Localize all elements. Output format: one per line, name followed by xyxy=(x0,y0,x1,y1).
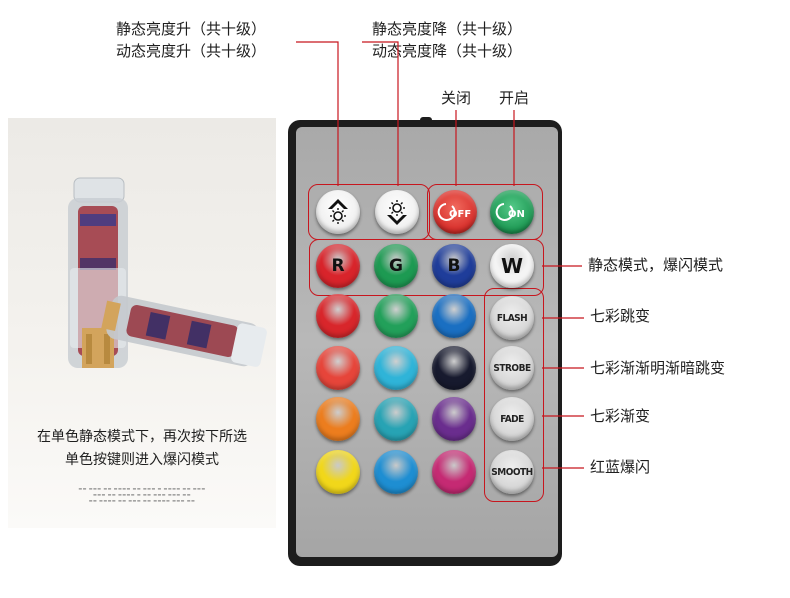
color-button-w[interactable]: W xyxy=(490,244,534,288)
on-button[interactable]: ON xyxy=(490,190,534,234)
fade-caption: 七彩渐变 xyxy=(590,407,651,425)
strobe-caption: 七彩渐渐明渐暗跳变 xyxy=(590,359,726,377)
color-button-r[interactable]: R xyxy=(316,244,360,288)
brightness-down-label: 静态亮度降（共十级） 动态亮度降（共十级） xyxy=(372,18,522,62)
on-label: ON xyxy=(508,209,525,220)
smooth-button[interactable]: SMOOTH xyxy=(490,450,534,494)
photo-note: 在单色静态模式下，再次按下所选 单色按键则进入爆闪模式 xyxy=(8,426,276,472)
color-group-outline xyxy=(309,239,544,296)
photo-note-line-1: 在单色静态模式下，再次按下所选 xyxy=(37,429,247,445)
strobe-label: STROBE xyxy=(493,362,531,374)
brightness-up-dynamic-text: 动态亮度升（共十级） xyxy=(116,42,267,60)
smooth-caption: 红蓝爆闪 xyxy=(590,458,651,476)
fade-button[interactable]: FADE xyxy=(490,397,534,441)
flash-button[interactable]: FLASH xyxy=(490,296,534,340)
product-photo xyxy=(8,118,276,528)
color-button-r2c1[interactable] xyxy=(374,346,418,390)
color-button-label: W xyxy=(500,254,524,278)
photo-note-line-2: 单色按键则进入爆闪模式 xyxy=(65,452,219,468)
color-button-label: R xyxy=(331,256,345,276)
color-button-r3c2[interactable] xyxy=(432,397,476,441)
color-button-r3c0[interactable] xyxy=(316,397,360,441)
brightness-down-static-text: 静态亮度降（共十级） xyxy=(372,20,523,38)
fade-label: FADE xyxy=(500,413,524,425)
flash-caption: 七彩跳变 xyxy=(590,307,651,325)
static-mode-caption: 静态模式，爆闪模式 xyxy=(588,256,724,274)
off-label: OFF xyxy=(449,209,471,220)
color-button-r1c0[interactable] xyxy=(316,294,360,338)
color-button-r4c0[interactable] xyxy=(316,450,360,494)
color-button-b[interactable]: B xyxy=(432,244,476,288)
mode-group-outline xyxy=(484,288,544,502)
led-bulb-image xyxy=(68,177,267,368)
remote-ir-window xyxy=(420,117,432,122)
brightness-up-static-text: 静态亮度升（共十级） xyxy=(116,20,267,38)
brightness-down-button[interactable] xyxy=(375,190,419,234)
color-button-r4c1[interactable] xyxy=(374,450,418,494)
power-on-icon: ON xyxy=(495,203,525,221)
brightness-up-label: 静态亮度升（共十级） 动态亮度升（共十级） xyxy=(116,18,266,62)
color-button-r1c1[interactable] xyxy=(374,294,418,338)
color-button-r2c2[interactable] xyxy=(432,346,476,390)
color-button-r4c2[interactable] xyxy=(432,450,476,494)
on-caption: 开启 xyxy=(499,89,530,107)
color-button-label: G xyxy=(389,256,403,276)
strobe-button[interactable]: STROBE xyxy=(490,346,534,390)
flash-label: FLASH xyxy=(496,312,528,324)
fine-print-decoration: ▬▬ ▬▬▬ ▬▬ ▬▬▬▬ ▬▬ ▬▬▬ ▬ ▬▬▬▬ ▬▬ ▬▬▬ ▬▬▬ … xyxy=(78,486,206,503)
sun-down-icon xyxy=(387,200,407,225)
brightness-down-dynamic-text: 动态亮度降（共十级） xyxy=(372,42,523,60)
power-off-icon: OFF xyxy=(437,203,471,221)
color-button-r2c0[interactable] xyxy=(316,346,360,390)
color-button-label: B xyxy=(447,256,461,276)
brightness-up-button[interactable] xyxy=(316,190,360,234)
off-button[interactable]: OFF xyxy=(433,190,477,234)
sun-up-icon xyxy=(328,199,348,224)
smooth-label: SMOOTH xyxy=(491,466,533,478)
color-button-g[interactable]: G xyxy=(374,244,418,288)
color-button-r3c1[interactable] xyxy=(374,397,418,441)
color-button-r1c2[interactable] xyxy=(432,294,476,338)
off-caption: 关闭 xyxy=(441,89,472,107)
